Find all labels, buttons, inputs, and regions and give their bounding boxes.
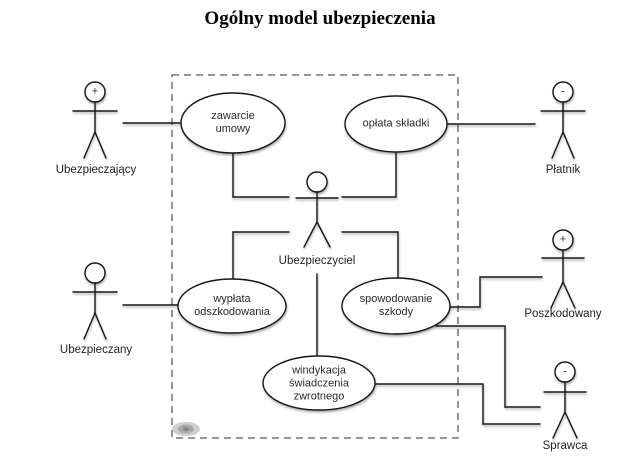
actor-badge-plus: + [91,85,99,98]
actor-ubezpieczajacy-icon [72,81,118,159]
actor-label-poszkodowany: Poszkodowany [524,308,602,320]
actor-label-ubezpieczyciel: Ubezpieczyciel [278,255,356,267]
assoc-ubezpieczyciel-oplata [341,151,397,198]
actor-badge-plus: + [559,233,567,246]
assoc-sprawca-windykacja [373,383,541,425]
use-case-label: opłata składki [362,117,430,130]
use-case-label: windykacja świadczenia zwrotnego [289,364,349,403]
system-boundary [171,74,459,439]
use-case-wyplata-odszkodowania [177,278,287,334]
actor-sprawca-icon [543,361,587,439]
diagram-title: Ogólny model ubezpieczenia [204,8,436,29]
actor-label-ubezpieczajacy: Ubezpieczający [55,164,137,176]
use-case-spowodowanie-szkody [341,277,451,335]
watermark-logo [172,422,200,436]
assoc-sprawca-spowodowanie [435,325,541,408]
actor-label-ubezpieczany: Ubezpieczany [59,344,133,356]
assoc-ubezpieczyciel-wyplata [232,231,290,280]
actor-ubezpieczany-icon [72,262,118,340]
use-case-oplata-skladki [344,95,448,153]
actor-ubezpieczyciel-icon [295,171,339,248]
assoc-ubezpieczyciel-zawarcie [232,152,290,198]
actor-badge-minus: - [563,365,567,378]
use-case-label: wypłata odszkodowania [194,293,270,318]
actor-poszkodowany-icon [541,229,585,309]
use-case-label: zawarcie umowy [211,110,255,135]
actor-platnik-icon [540,81,586,159]
use-case-label: spowodowanie szkody [359,293,433,318]
actor-label-sprawca: Sprawca [542,440,588,452]
assoc-ubezpieczyciel-spowodowanie [341,231,399,279]
actor-badge-minus: - [561,85,565,98]
use-case-zawarcie-umowy [180,92,286,154]
association-lines [122,122,543,425]
actor-label-platnik: Płatnik [545,164,581,176]
assoc-poszkodowany-spowodowanie [449,276,543,308]
use-case-windykacja-swiadczenia [262,355,376,411]
